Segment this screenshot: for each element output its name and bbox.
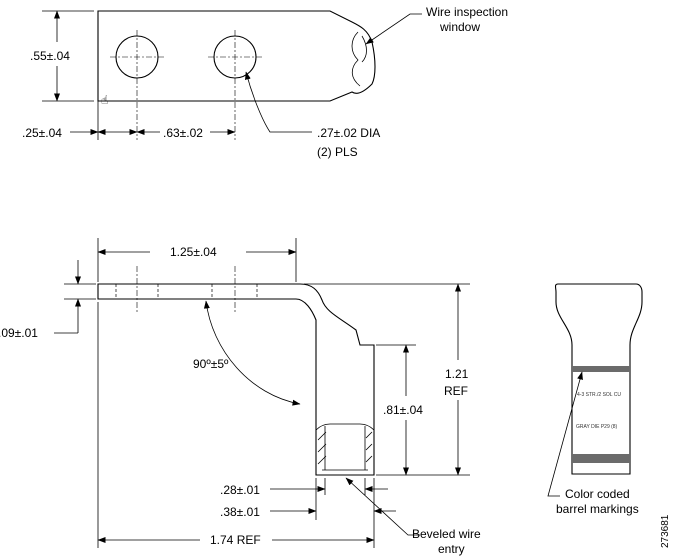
height-dimension: .55±.04: [30, 49, 70, 63]
hand-cursor-icon: ☝: [101, 93, 108, 107]
top-view: ☝ .55±.04 .25±.04 .63±.02 .27±.02 DIA (2…: [22, 5, 508, 159]
barrel-callout-line2: barrel markings: [556, 502, 639, 516]
window-callout-line1: Wire inspection: [426, 5, 508, 19]
top-view-outline: [97, 10, 376, 102]
color-band-top: [572, 366, 630, 372]
barrel-height-dimension: .81±.04: [383, 403, 423, 417]
tongue-length-dimension: 1.25±.04: [170, 245, 217, 259]
barrel-callout-line1: Color coded: [565, 487, 630, 501]
barrel-view-outline: [554, 283, 643, 475]
barrel-marking-line2: GRAY DIE P29 (8): [576, 424, 618, 430]
angle-dimension: 90º±5º: [193, 357, 229, 371]
wire-inspection-window: [351, 31, 361, 87]
color-band-bottom: [572, 454, 630, 463]
height-ref-value: 1.21: [445, 367, 469, 381]
inner-diameter-dimension: .28±.01: [220, 483, 260, 497]
figure-number: 273681: [660, 514, 671, 548]
edge-dimension: .25±.04: [22, 126, 62, 140]
overall-length-dimension: 1.74 REF: [210, 533, 261, 547]
hole-quantity-note: (2) PLS: [317, 145, 358, 159]
side-view-outline: [97, 283, 375, 476]
outer-diameter-dimension: .38±.01: [220, 505, 260, 519]
barrel-marking-line1: 4-3 STR./2 SOL CU: [577, 392, 621, 398]
bevel-callout-line2: entry: [438, 542, 465, 556]
height-ref-label: REF: [444, 384, 468, 398]
hole-spacing-dimension: .63±.02: [163, 126, 203, 140]
hole-diameter-dimension: .27±.02 DIA: [317, 126, 380, 140]
thickness-dimension: .09±.01: [0, 326, 38, 340]
window-callout-line2: window: [439, 20, 480, 34]
bevel-callout-line1: Beveled wire: [412, 527, 481, 541]
bevel-hatch: [315, 423, 375, 465]
side-view: 1.25±.04 .09±.01 90º±5º 1.21 REF .81±.04…: [0, 238, 481, 556]
barrel-view: 4-3 STR./2 SOL CU GRAY DIE P29 (8) Color…: [547, 283, 643, 516]
